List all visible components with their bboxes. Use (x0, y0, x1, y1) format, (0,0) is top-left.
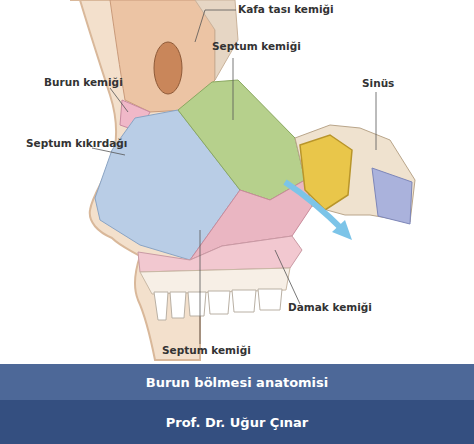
part-label: Damak kemiği (288, 301, 372, 314)
part-label: Septum kıkırdağı (26, 137, 127, 150)
part-label: Septum kemiği (162, 344, 251, 357)
caption-band: Burun bölmesi anatomisi (0, 364, 474, 400)
caption-band: Prof. Dr. Uğur Çınar (0, 400, 474, 444)
part-label: Kafa tası kemiği (238, 3, 334, 16)
palate (138, 236, 302, 272)
airflow-arrow (285, 182, 345, 232)
band-text: Burun bölmesi anatomisi (146, 375, 329, 390)
part-label: Burun kemiği (44, 76, 123, 89)
teeth (154, 289, 282, 320)
part-label: Sinüs (362, 77, 394, 90)
clivus (372, 168, 412, 224)
frontal-sinus (154, 42, 182, 94)
part-label: Septum kemiği (212, 40, 301, 53)
arrow-head (332, 220, 352, 240)
band-text: Prof. Dr. Uğur Çınar (166, 415, 309, 430)
leader-lines (92, 10, 376, 344)
